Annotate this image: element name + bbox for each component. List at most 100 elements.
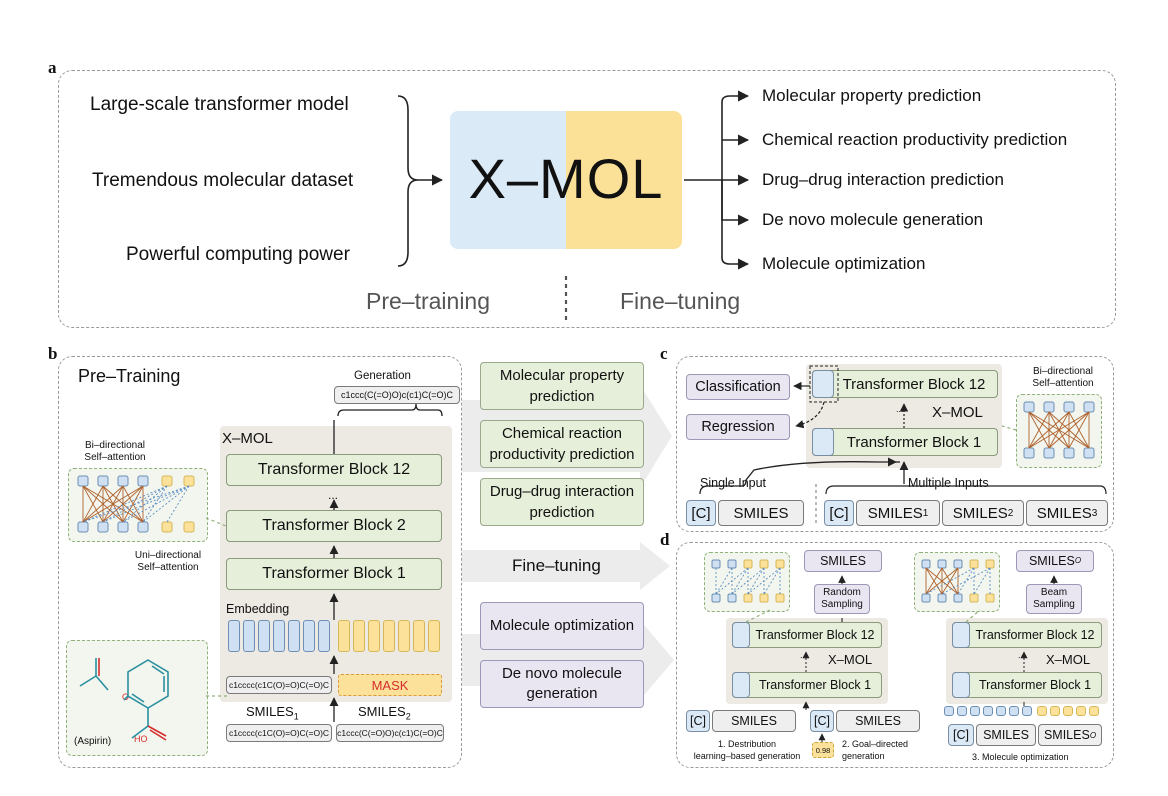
block-dots: ... bbox=[328, 488, 339, 502]
d-right-token-o bbox=[1050, 706, 1060, 716]
d-left-cls-12 bbox=[732, 622, 750, 648]
input-computing: Powerful computing power bbox=[126, 244, 350, 265]
mask-token: MASK bbox=[338, 674, 442, 696]
d-right-block-1: Transformer Block 1 bbox=[952, 672, 1102, 698]
d-right-token bbox=[983, 706, 993, 716]
aspirin-atom-ho: HO bbox=[134, 734, 148, 744]
d-right-token-o bbox=[1037, 706, 1047, 716]
panel-d-label: d bbox=[660, 530, 670, 549]
d-right-token-o bbox=[1063, 706, 1073, 716]
d-right-cls-12 bbox=[952, 622, 970, 648]
d-right-token-o bbox=[1089, 706, 1099, 716]
d-left-cls-1 bbox=[732, 672, 750, 698]
input-dataset: Tremendous molecular dataset bbox=[92, 170, 354, 191]
panel-d bbox=[676, 542, 1114, 768]
goal-value-badge: 0.98 bbox=[812, 742, 834, 758]
output-denovo: De novo molecule generation bbox=[762, 210, 984, 229]
task-molecule-optimization: Molecule optimization bbox=[480, 602, 644, 650]
c-single-smiles: SMILES bbox=[718, 500, 804, 526]
xmol-finetune-half bbox=[566, 111, 682, 249]
panel-c-label: c bbox=[660, 344, 668, 363]
transformer-block-2: Transformer Block 2 bbox=[226, 510, 442, 542]
c-transformer-block-1: Transformer Block 1 bbox=[812, 428, 998, 456]
output-reaction: Chemical reaction productivity predictio… bbox=[762, 130, 1068, 149]
d-left-xmol-name: X–MOL bbox=[828, 652, 873, 667]
c-single-cls: [C] bbox=[686, 500, 716, 526]
d-left-block-1: Transformer Block 1 bbox=[732, 672, 882, 698]
d-right-token-o bbox=[1076, 706, 1086, 716]
smiles1-label: SMILES1 bbox=[246, 704, 299, 722]
finetuning-label: Fine–tuning bbox=[620, 288, 741, 314]
embedding-token-masked bbox=[353, 620, 365, 652]
d-right-token bbox=[1022, 706, 1032, 716]
d-right-cls-1 bbox=[952, 672, 970, 698]
aspirin-label: (Aspirin) bbox=[74, 736, 112, 747]
input-model: Large-scale transformer model bbox=[90, 94, 349, 115]
transformer-block-12: Transformer Block 12 bbox=[226, 454, 442, 486]
panel-a-label: a bbox=[48, 58, 57, 77]
embedding-token bbox=[288, 620, 300, 652]
regression-box: Regression bbox=[686, 414, 790, 440]
c-cls-cell-12 bbox=[812, 370, 834, 398]
pretraining-title: Pre–Training bbox=[78, 366, 181, 386]
bottom-smiles-1: c1cccc(c1C(O)=O)C(=O)C bbox=[226, 724, 332, 742]
panel-b bbox=[58, 356, 462, 768]
c-multi-cls: [C] bbox=[824, 500, 854, 526]
embedding-token-masked bbox=[338, 620, 350, 652]
d-right-smiles: SMILES bbox=[976, 724, 1036, 746]
d-goal-cls-token: [C] bbox=[810, 710, 834, 732]
d-left-block-12: Transformer Block 12 bbox=[732, 622, 882, 648]
c-dots: ... bbox=[896, 404, 904, 414]
task-reaction-productivity: Chemical reaction productivity predictio… bbox=[480, 420, 644, 468]
xmol-pretrain-half bbox=[450, 111, 568, 249]
task-denovo-generation: De novo molecule generation bbox=[480, 660, 644, 708]
aspirin-inset bbox=[66, 640, 208, 756]
c-cls-cell-1 bbox=[812, 428, 834, 456]
d-goal-smiles: SMILES bbox=[836, 710, 920, 732]
d-right-token bbox=[996, 706, 1006, 716]
xmol-title: X–MOL bbox=[468, 147, 664, 210]
d-left-smiles: SMILES bbox=[712, 710, 796, 732]
generation-label: Generation bbox=[354, 370, 411, 382]
d-right-block-12: Transformer Block 12 bbox=[952, 622, 1102, 648]
embedding-token bbox=[243, 620, 255, 652]
middle-finetuning-label: Fine–tuning bbox=[512, 556, 601, 575]
embedding-label: Embedding bbox=[226, 602, 290, 616]
pretraining-label: Pre–training bbox=[366, 288, 491, 314]
smiles2-label: SMILES2 bbox=[358, 704, 411, 722]
embedding-token-masked bbox=[398, 620, 410, 652]
generation-smiles: c1ccc(C(=O)O)c(c1)C(=O)C bbox=[334, 386, 460, 404]
panel-c bbox=[676, 356, 1114, 532]
output-ddi: Drug–drug interaction prediction bbox=[762, 170, 1004, 189]
d-left-output-smiles: SMILES bbox=[804, 550, 882, 572]
d-right-xmol-name: X–MOL bbox=[1046, 652, 1091, 667]
embedding-token bbox=[273, 620, 285, 652]
bottom-smiles-2: c1ccc(C(=O)O)c(c1)C(=O)C bbox=[336, 724, 444, 742]
panel-a bbox=[58, 70, 1116, 328]
d-right-token bbox=[970, 706, 980, 716]
embedding-token bbox=[303, 620, 315, 652]
c-transformer-block-12: Transformer Block 12 bbox=[812, 370, 998, 398]
d-right-token bbox=[1009, 706, 1019, 716]
embedding-token-masked bbox=[368, 620, 380, 652]
xmol-model-name: X–MOL bbox=[222, 430, 273, 447]
embedding-token bbox=[318, 620, 330, 652]
d-right-cls-token: [C] bbox=[948, 724, 974, 746]
embedding-token-masked bbox=[428, 620, 440, 652]
embedding-token bbox=[258, 620, 270, 652]
output-property: Molecular property prediction bbox=[762, 86, 982, 105]
input-smiles-1: c1cccc(c1C(O)=O)C(=O)C bbox=[226, 676, 332, 694]
